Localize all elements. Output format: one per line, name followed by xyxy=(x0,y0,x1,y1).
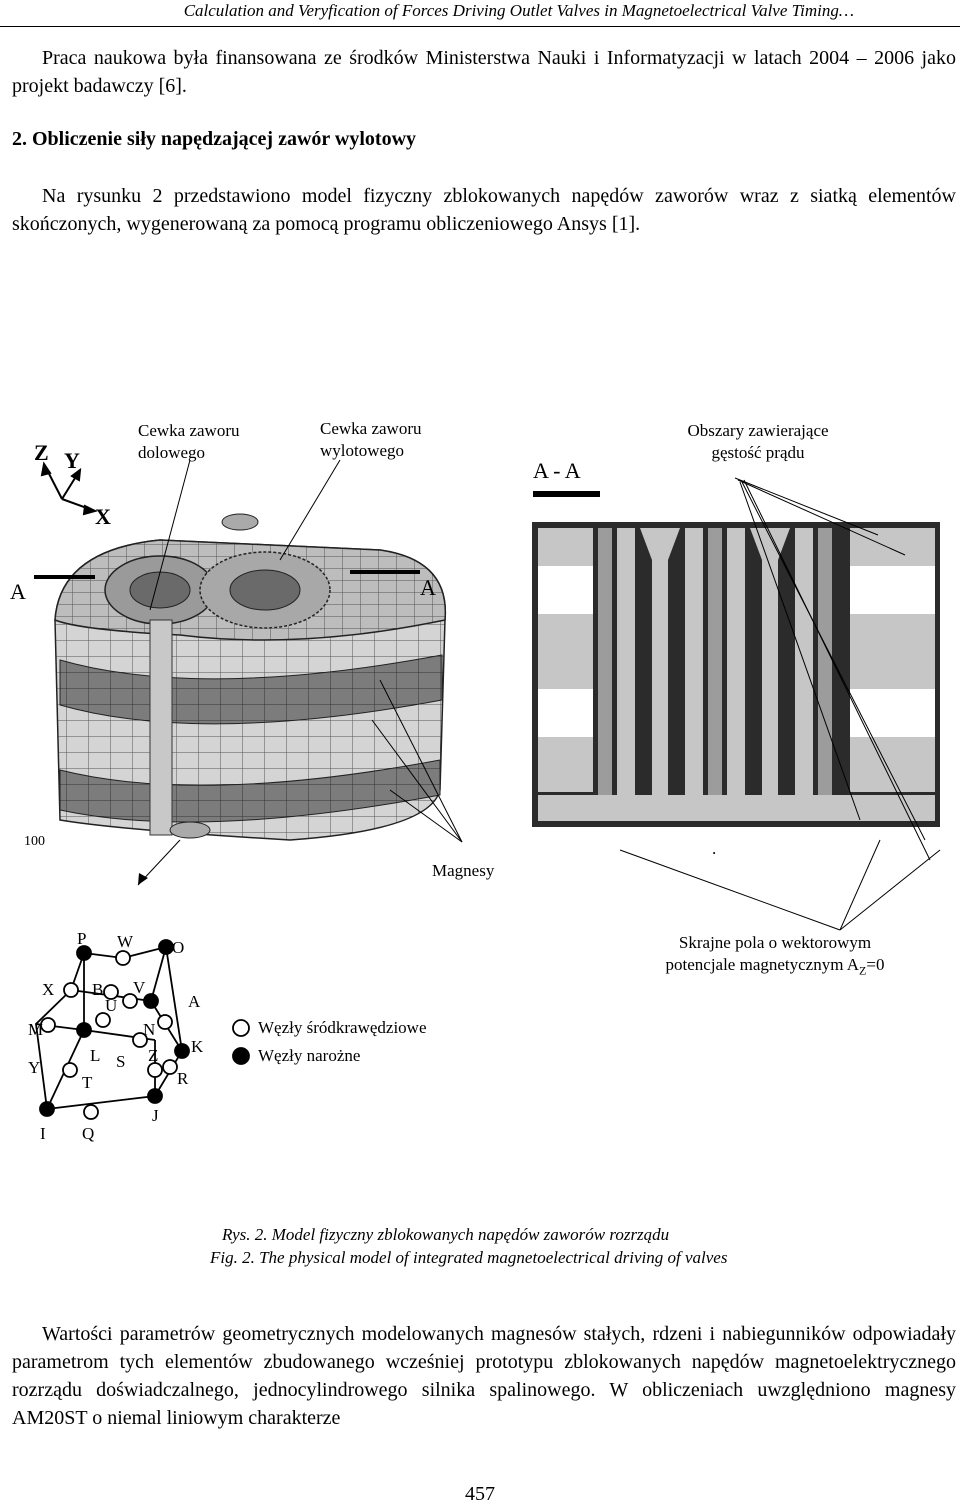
figure-drawing xyxy=(34,459,941,1120)
node-t: T xyxy=(82,1073,93,1092)
node-y: Y xyxy=(28,1058,41,1077)
figure-2: Z Y X Cewka zaworu dolowego Cewka zaworu… xyxy=(0,400,960,1200)
running-header: Calculation and Veryfication of Forces D… xyxy=(0,0,960,27)
node-o: O xyxy=(172,938,185,957)
node-a: A xyxy=(188,992,201,1011)
legend-mid-label: Węzły śródkrawędziowe xyxy=(258,1018,427,1037)
label-boundary: Skrajne pola o wektorowym potencjale mag… xyxy=(665,933,885,978)
page-number: 457 xyxy=(465,1483,495,1505)
node-l: L xyxy=(90,1046,101,1065)
node-k: K xyxy=(191,1037,204,1056)
node-u: U xyxy=(105,996,118,1015)
axis-z-label: Z xyxy=(34,440,49,465)
label-magnets: Magnesy xyxy=(432,861,495,880)
arrow-head xyxy=(138,873,148,885)
label-coil-inlet: Cewka zaworu dolowego xyxy=(138,421,240,462)
label-current-density: Obszary zawierające gęstość prądu xyxy=(687,421,829,462)
legend-mid-marker xyxy=(232,1019,250,1037)
label-100: 100 xyxy=(24,834,45,849)
cross-section-a-a xyxy=(532,522,940,827)
node-m: M xyxy=(28,1020,44,1039)
node-r: R xyxy=(177,1069,189,1088)
axis-triad xyxy=(40,461,98,516)
legend-corner-label: Węzły narożne xyxy=(258,1046,361,1065)
label-section-a-a: A - A xyxy=(533,458,581,483)
model-3d-mesh xyxy=(54,513,447,841)
axis-x-label: X xyxy=(95,504,111,529)
axis-y-label: Y xyxy=(64,448,80,473)
section-heading: 2. Obliczenie siły napędzającej zawór wy… xyxy=(12,128,417,150)
node-b: B xyxy=(92,980,104,999)
node-i: I xyxy=(40,1124,46,1143)
node-q: Q xyxy=(82,1124,95,1143)
caption-en: Fig. 2. The physical model of integrated… xyxy=(210,1248,728,1267)
node-n: N xyxy=(143,1020,156,1039)
node-w: W xyxy=(117,932,134,951)
node-j: J xyxy=(152,1106,159,1125)
node-v: V xyxy=(133,978,146,997)
node-p: P xyxy=(77,929,87,948)
section-paragraph: Na rysunku 2 przedstawiono model fizyczn… xyxy=(12,185,956,235)
closing-paragraph: Wartości parametrów geometrycznych model… xyxy=(12,1323,956,1429)
running-title: Calculation and Veryfication of Forces D… xyxy=(183,1,854,20)
legend-corner-marker xyxy=(232,1047,250,1065)
label-coil-outlet: Cewka zaworu wylotowego xyxy=(320,419,422,460)
node-s: S xyxy=(116,1052,126,1071)
intro-paragraph: Praca naukowa była finansowana ze środkó… xyxy=(12,47,956,97)
cut-label-right: A xyxy=(420,575,436,600)
cut-label-left: A xyxy=(10,579,26,604)
node-x: X xyxy=(42,980,55,999)
caption-pl: Rys. 2. Model fizyczny zblokowanych napę… xyxy=(222,1225,670,1244)
node-z: Z xyxy=(148,1046,159,1065)
element-diagram xyxy=(35,939,190,1120)
label-dot: . xyxy=(712,839,717,858)
